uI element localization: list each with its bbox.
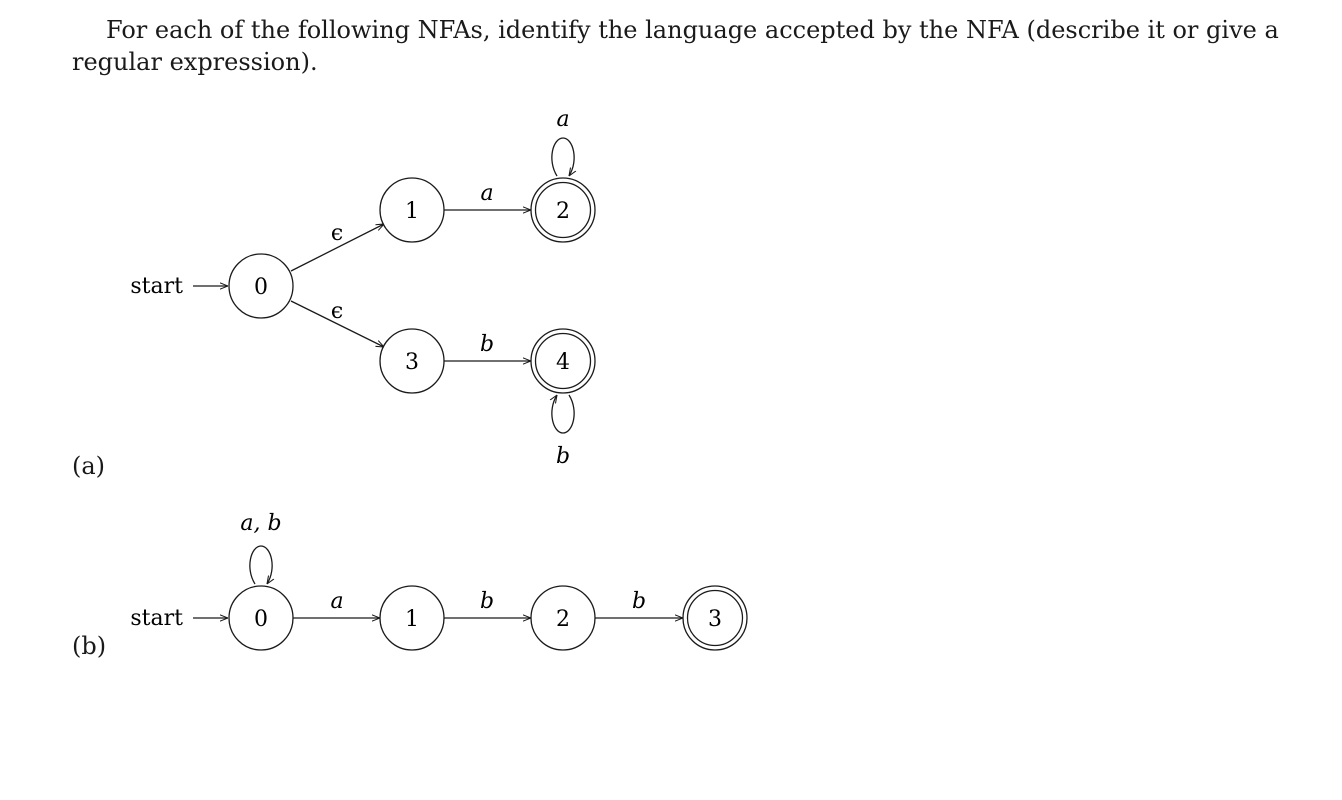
nfa-a-start-label: start <box>130 274 183 299</box>
svg-text:2: 2 <box>556 607 570 632</box>
nfa-a-edge-0-1 <box>290 224 384 272</box>
nfa-b-state-0: 0 <box>228 585 294 651</box>
nfa-a-edge-1-2-label: a <box>480 181 493 206</box>
nfa-b-edge-0-1-label: a <box>330 589 343 614</box>
nfa-b-state-3-accepting: 3 <box>682 585 748 651</box>
nfa-a-loop-2-label: a <box>556 107 569 132</box>
nfa-a-edge-0-3-label: ϵ <box>331 299 343 324</box>
nfa-b-loop-0 <box>249 545 272 584</box>
nfa-a-edge-0-1-label: ϵ <box>331 221 343 246</box>
nfa-a: start 0 1 2 3 4 ϵ ϵ a <box>130 107 596 469</box>
problem-prompt: For each of the following NFAs, identify… <box>72 16 1279 76</box>
nfa-a-edge-0-3 <box>290 300 384 347</box>
nfa-a-state-3: 3 <box>379 328 445 394</box>
svg-text:3: 3 <box>405 350 419 375</box>
part-b-label: (b) <box>72 632 107 660</box>
nfa-a-loop-4 <box>552 395 575 434</box>
nfa-b-loop-0-label: a, b <box>240 511 281 536</box>
svg-text:1: 1 <box>405 607 419 632</box>
nfa-a-edge-3-4-label: b <box>480 332 494 357</box>
nfa-b-edge-1-2-label: b <box>480 589 494 614</box>
nfa-b-state-2: 2 <box>530 585 596 651</box>
nfa-b-state-1: 1 <box>379 585 445 651</box>
nfa-a-state-0: 0 <box>228 253 294 319</box>
svg-text:4: 4 <box>556 350 570 375</box>
svg-text:2: 2 <box>556 199 570 224</box>
svg-text:0: 0 <box>254 275 268 300</box>
nfa-a-loop-2 <box>551 137 574 176</box>
nfa-a-loop-4-label: b <box>556 444 570 469</box>
nfa-a-state-1: 1 <box>379 177 445 243</box>
nfa-b: start 0 1 2 3 a, b a b b <box>130 511 748 651</box>
part-a-label: (a) <box>72 452 106 480</box>
nfa-b-start-label: start <box>130 606 183 631</box>
nfa-a-state-2-accepting: 2 <box>530 177 596 243</box>
nfa-a-state-4-accepting: 4 <box>530 328 596 394</box>
svg-text:0: 0 <box>254 607 268 632</box>
nfa-b-edge-2-3-label: b <box>632 589 646 614</box>
svg-text:1: 1 <box>405 199 419 224</box>
svg-text:3: 3 <box>708 607 722 632</box>
